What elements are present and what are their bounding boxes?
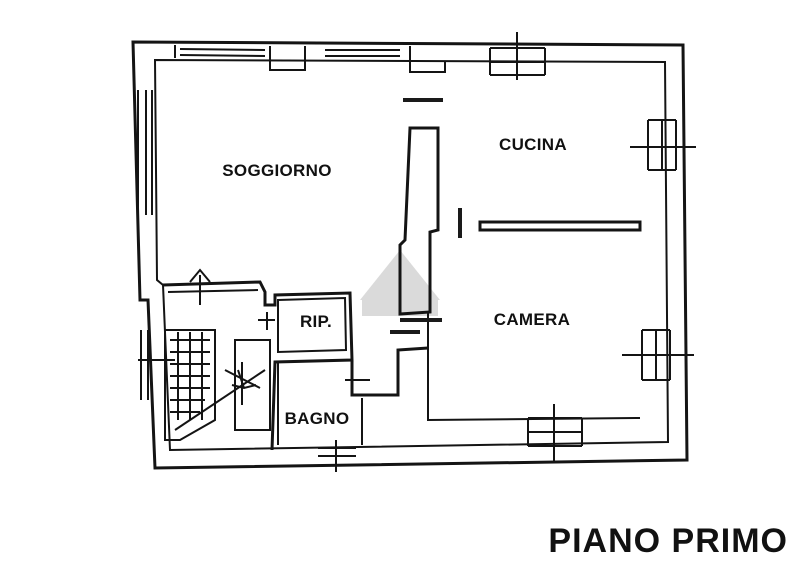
room-label-soggiorno: SOGGIORNO	[222, 161, 331, 180]
plan-title: PIANO PRIMO	[548, 522, 788, 560]
room-label-rip: RIP.	[300, 312, 332, 331]
stair-arrow-icon	[189, 268, 257, 390]
outer-walls	[131, 40, 689, 470]
room-label-cucina: CUCINA	[499, 135, 567, 154]
room-label-bagno: BAGNO	[285, 409, 350, 428]
interior-walls	[162, 98, 642, 451]
room-label-camera: CAMERA	[494, 310, 570, 329]
